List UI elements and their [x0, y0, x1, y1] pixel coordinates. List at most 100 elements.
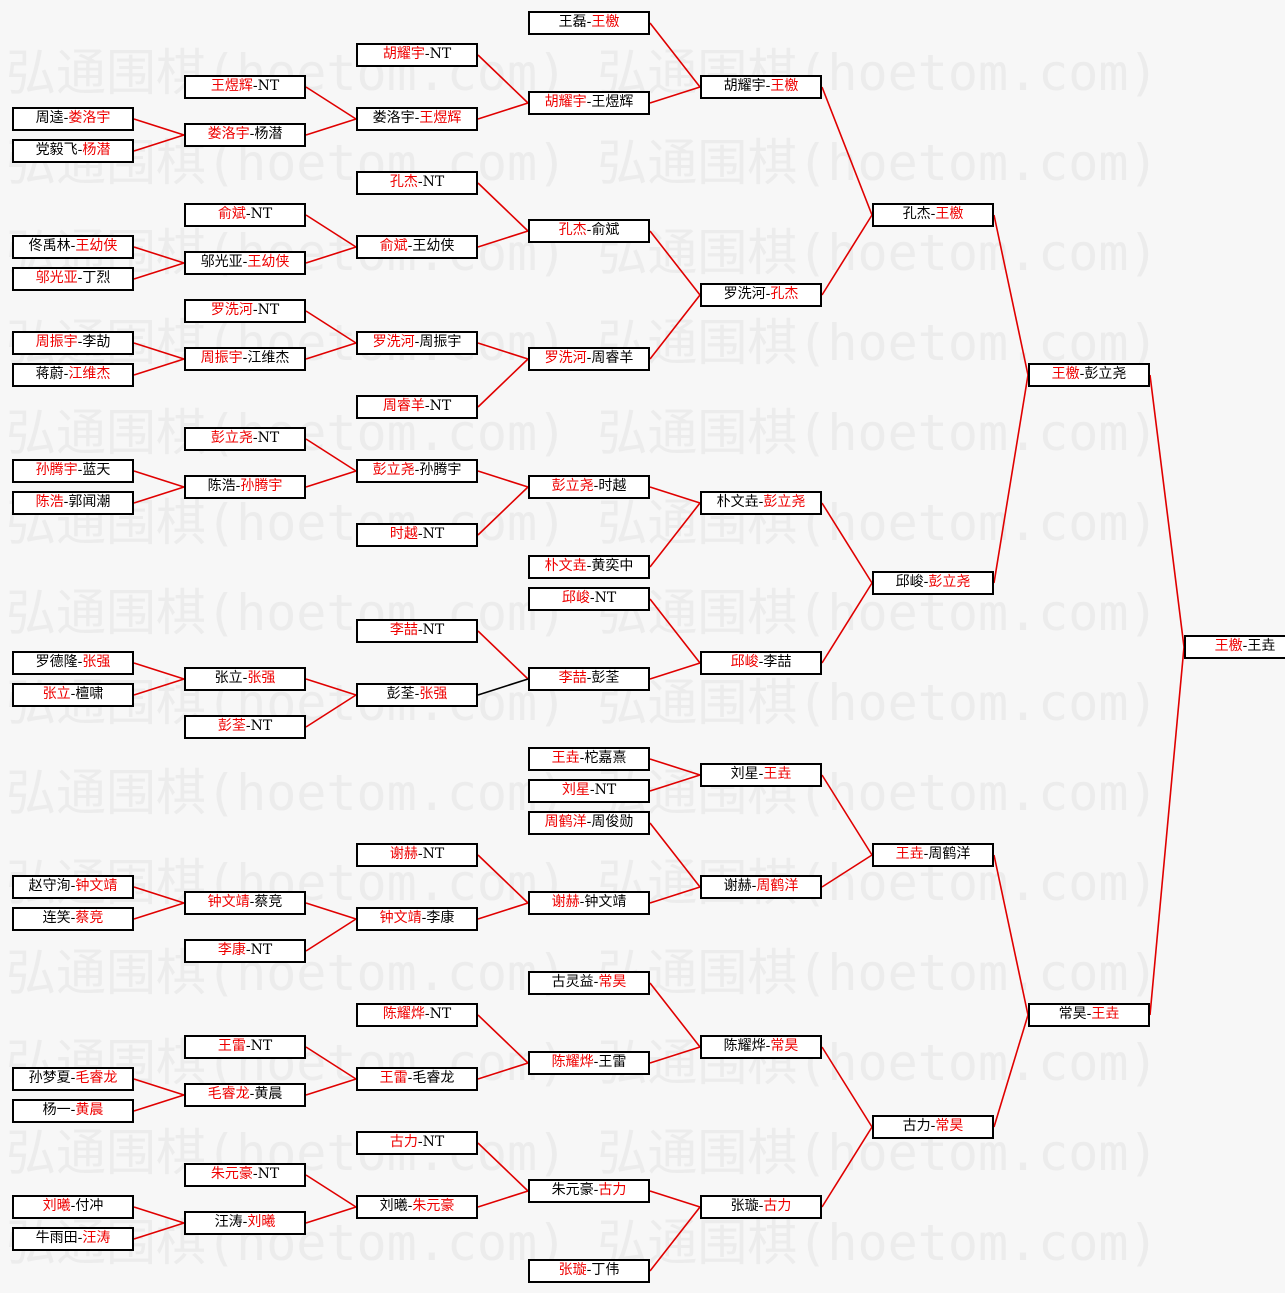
player-name: 周鹤洋 [756, 878, 799, 894]
player-name: 古力 [763, 1198, 792, 1214]
player-name: 张璇 [730, 1198, 759, 1214]
player-name: 胡耀宇 [382, 46, 425, 62]
match-dash: - [923, 846, 929, 862]
match-box-r4-m9: 王垚-柁嘉熹 [528, 747, 650, 771]
match-dash: - [407, 238, 413, 254]
player-name: NT [250, 206, 273, 222]
match-dash: - [586, 558, 592, 574]
player-name: 邱峻 [561, 590, 590, 606]
bracket-connector [821, 214, 873, 296]
match-dash: - [579, 894, 585, 910]
match-dash: - [1079, 366, 1085, 382]
bracket-connector [477, 1062, 529, 1080]
bracket-connector [133, 118, 185, 136]
player-name: 周鹤洋 [544, 814, 587, 830]
player-name: 毛睿龙 [207, 1086, 250, 1102]
match-dash: - [63, 494, 69, 510]
match-box-r6-m2: 邱峻-彭立尧 [872, 571, 994, 595]
player-name: 党毅飞 [35, 142, 78, 158]
match-dash: - [593, 1054, 599, 1070]
player-name: 彭立尧 [372, 462, 415, 478]
player-name: 孙腾宇 [419, 462, 462, 478]
bracket-connector [821, 582, 873, 664]
player-name: 钟文靖 [584, 894, 627, 910]
bracket-connector [305, 1174, 357, 1208]
match-dash: - [77, 654, 83, 670]
match-dash: - [63, 110, 69, 126]
match-box-r6-m3: 王垚-周鹤洋 [872, 843, 994, 867]
bracket-connector [133, 678, 185, 696]
bracket-connector [649, 1046, 701, 1064]
player-name: 张强 [82, 654, 111, 670]
match-box-r1-m8: 陈浩-郭闻潮 [12, 491, 134, 515]
match-box-r2-m13: 王雷-NT [184, 1035, 306, 1059]
match-dash: - [414, 686, 420, 702]
bracket-connector [305, 678, 357, 696]
player-name: NT [257, 1166, 280, 1182]
match-box-r4-m12: 谢赫-钟文靖 [528, 891, 650, 915]
bracket-connector [649, 486, 701, 504]
player-name: 丁烈 [82, 270, 111, 286]
match-dash: - [414, 110, 420, 126]
player-name: 黄晨 [254, 1086, 283, 1102]
match-dash: - [245, 718, 251, 734]
player-name: 朴文垚 [716, 494, 759, 510]
player-name: 张强 [247, 670, 276, 686]
bracket-connector [477, 1142, 529, 1192]
match-dash: - [70, 238, 76, 254]
player-name: 李劼 [82, 334, 111, 350]
match-dash: - [589, 590, 595, 606]
player-name: NT [250, 942, 273, 958]
match-dash: - [593, 1182, 599, 1198]
match-box-r1-m15: 刘曦-付冲 [12, 1195, 134, 1219]
bracket-connector [133, 342, 185, 360]
match-box-r3-m8: 时越-NT [356, 523, 478, 547]
match-box-r1-m3: 佟禹林-王幼侠 [12, 235, 134, 259]
bracket-connector [305, 86, 357, 120]
player-name: NT [422, 846, 445, 862]
player-name: 刘曦 [247, 1214, 276, 1230]
match-dash: - [77, 142, 83, 158]
player-name: NT [594, 590, 617, 606]
player-name: 陈耀烨 [551, 1054, 594, 1070]
player-name: 王幼侠 [75, 238, 118, 254]
player-name: 周睿羊 [382, 398, 425, 414]
player-name: 娄洛宇 [68, 110, 111, 126]
match-box-r4-m13: 古灵益-常昊 [528, 971, 650, 995]
player-name: 胡耀宇 [544, 94, 587, 110]
match-dash: - [758, 494, 764, 510]
player-name: 王垚 [763, 766, 792, 782]
match-dash: - [417, 526, 423, 542]
bracket-connector [649, 886, 701, 904]
bracket-connector [649, 502, 701, 568]
match-dash: - [235, 478, 241, 494]
match-box-r3-m3: 孔杰-NT [356, 171, 478, 195]
player-name: 古力 [389, 1134, 418, 1150]
player-name: 俞斌 [217, 206, 246, 222]
match-box-r2-m4: 邬光亚-王幼侠 [184, 251, 306, 275]
match-dash: - [751, 878, 757, 894]
match-box-r4-m6: 朴文垚-黄奕中 [528, 555, 650, 579]
player-name: 朱元豪 [412, 1198, 455, 1214]
player-name: 周振宇 [419, 334, 462, 350]
player-name: 罗洗河 [210, 302, 253, 318]
player-name: 罗洗河 [372, 334, 415, 350]
bracket-connector [649, 86, 701, 104]
match-box-r3-m14: 王雷-毛睿龙 [356, 1067, 478, 1091]
player-name: 谢赫 [723, 878, 752, 894]
player-name: 彭立尧 [1084, 366, 1127, 382]
match-box-r5-m5: 刘星-王垚 [700, 763, 822, 787]
match-dash: - [242, 254, 248, 270]
match-box-r1-m14: 杨一-黄晨 [12, 1099, 134, 1123]
player-name: 王檄 [770, 78, 799, 94]
bracket-connector [649, 22, 701, 88]
match-box-r2-m5: 罗洗河-NT [184, 299, 306, 323]
match-dash: - [245, 942, 251, 958]
match-dash: - [245, 1038, 251, 1054]
player-name: 周鹤洋 [928, 846, 971, 862]
bracket-connector [649, 822, 701, 888]
player-name: 郭闻潮 [68, 494, 111, 510]
player-name: 蔡竞 [254, 894, 283, 910]
player-name: 王幼侠 [412, 238, 455, 254]
